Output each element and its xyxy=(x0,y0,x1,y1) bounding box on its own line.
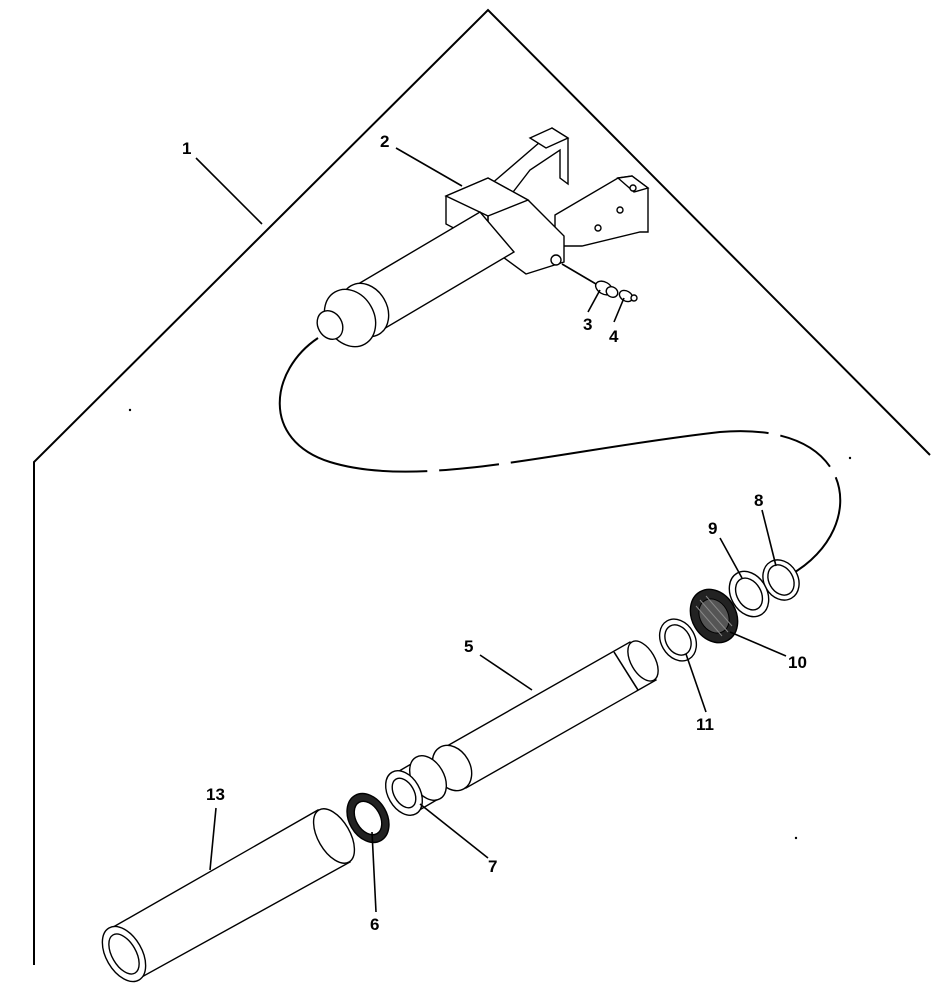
speck xyxy=(128,408,132,412)
part-2-cylinder-housing xyxy=(316,127,650,348)
callout-9: 9 xyxy=(708,519,717,538)
callout-10: 10 xyxy=(788,653,807,672)
callout-11: 11 xyxy=(696,715,714,734)
callout-2: 2 xyxy=(380,132,389,151)
part-7-sleeve xyxy=(384,755,448,816)
callout-labels: 1 2 3 4 5 6 7 8 9 10 11 13 xyxy=(182,132,807,934)
speck xyxy=(848,456,852,460)
callout-6: 6 xyxy=(370,915,379,934)
part-13-tube xyxy=(101,808,356,983)
phantom-routing-curve xyxy=(278,337,842,576)
callout-1: 1 xyxy=(182,139,191,158)
part-11-ring xyxy=(658,618,698,662)
part-10-bushing xyxy=(689,588,739,644)
assembly-boundary xyxy=(33,8,931,965)
speck xyxy=(794,836,798,840)
leader-lines xyxy=(195,147,787,913)
part-5-piston-rod xyxy=(431,640,659,792)
part-9-washer-ring xyxy=(728,570,770,618)
callout-13: 13 xyxy=(206,785,225,804)
part-8-retaining-ring xyxy=(762,559,800,601)
callout-4: 4 xyxy=(609,327,619,346)
part-4-fitting xyxy=(618,289,638,303)
callout-7: 7 xyxy=(488,857,497,876)
part-3-fitting xyxy=(561,263,619,298)
part-6-seal xyxy=(346,792,390,844)
callout-3: 3 xyxy=(583,315,592,334)
callout-8: 8 xyxy=(754,491,763,510)
callout-5: 5 xyxy=(464,637,473,656)
